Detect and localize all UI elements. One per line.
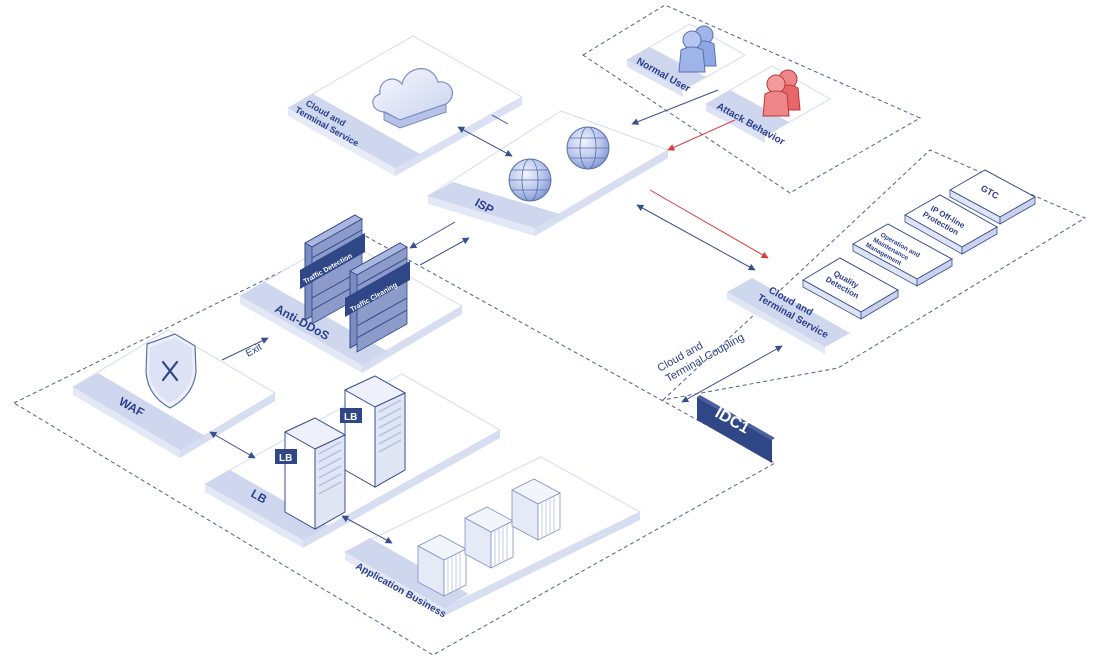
- quality-detection-box: Quality Detection: [801, 257, 900, 320]
- svg-text:LB: LB: [279, 453, 292, 464]
- ip-offline-box: IP Off-line Protection: [903, 194, 999, 255]
- cloud-service-platform: Cloud and Terminal Service: [286, 35, 524, 176]
- shield-icon: [145, 333, 197, 409]
- cloud-service-right-platform: Cloud and Terminal Service: [727, 278, 850, 354]
- anti-ddos-platform: Traffic Detection Traffic Cleaning Anti-…: [238, 214, 464, 373]
- isp-platform: ISP: [426, 110, 670, 236]
- svg-text:Operation and Maintenanc: Operation and Maintenance Management: [864, 228, 922, 274]
- server-rack-icon-3: [511, 478, 561, 541]
- application-business-platform: Application Business: [343, 456, 642, 621]
- svg-text:LB: LB: [344, 412, 357, 423]
- lb-badge-2: LB: [279, 453, 292, 464]
- svg-text:Exit: Exit: [244, 342, 264, 360]
- waf-platform: WAF: [72, 329, 276, 458]
- connectors: [209, 89, 783, 544]
- idc-zone: [12, 232, 777, 656]
- attack-behavior-platform: Attack Behavior: [704, 65, 832, 148]
- lb-badge-1: LB: [344, 412, 357, 423]
- lb-server-back: LB: [340, 375, 407, 488]
- normal-user-icon: [678, 25, 717, 73]
- operation-maintenance-box: Operation and Maintenance Management: [851, 223, 954, 287]
- server-rack-icon-1: [417, 534, 467, 597]
- normal-user-platform: Normal User: [625, 23, 747, 97]
- svg-text:Cloud and Terminal Couplin: Cloud and Terminal Coupling: [656, 320, 747, 386]
- service-zone: [661, 149, 1087, 401]
- traffic-cleaning-device: Traffic Cleaning: [345, 242, 410, 353]
- svg-text:LB: LB: [249, 486, 270, 506]
- exit-label: Exit: [244, 342, 264, 360]
- cloud-icon: [372, 68, 454, 129]
- gtc-box: GTC: [948, 169, 1037, 225]
- lb-label: LB: [249, 486, 270, 506]
- server-rack-icon-2: [464, 506, 514, 569]
- lb-server-front: LB: [275, 417, 347, 530]
- idc-tag: IDC1: [697, 395, 775, 463]
- globe-icon-2: [566, 126, 610, 170]
- attacker-icon: [762, 69, 801, 117]
- globe-icon-1: [508, 158, 552, 202]
- user-zone: [582, 4, 922, 194]
